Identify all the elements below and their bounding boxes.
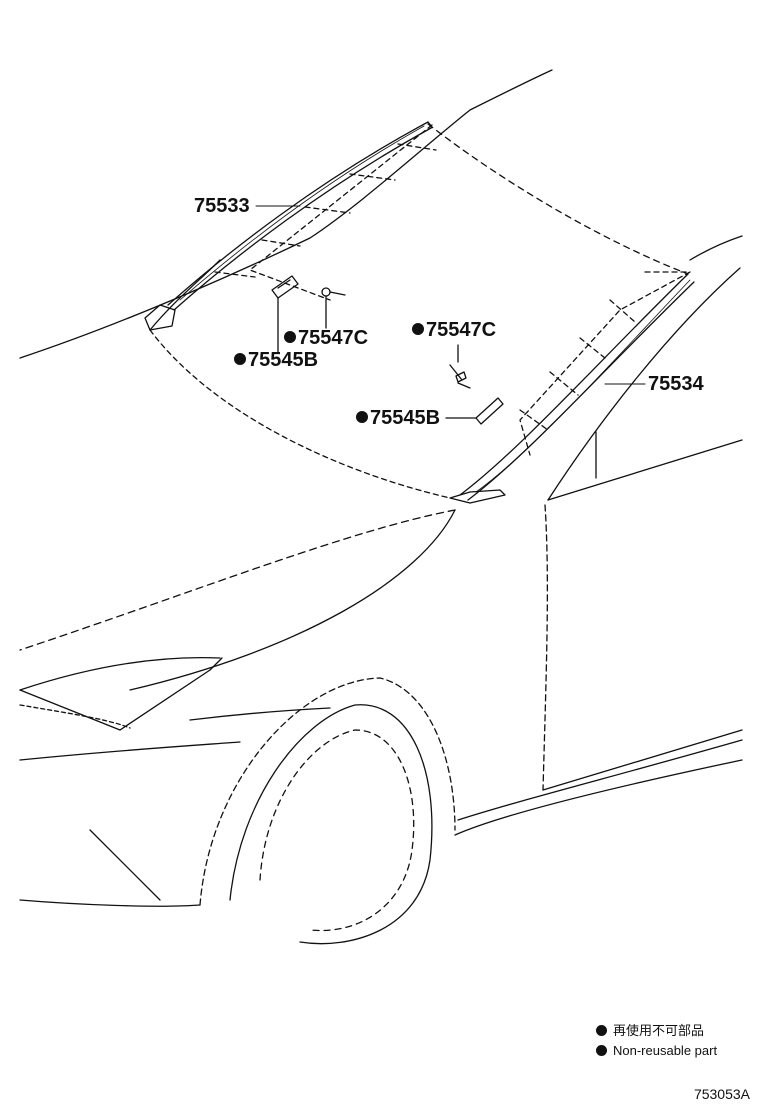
callout-75547c-right: 75547C: [412, 320, 496, 340]
fastener-left: [321, 287, 346, 329]
fastener-right: [449, 344, 471, 389]
roof-molding-75533: [167, 121, 433, 311]
side-window: [542, 235, 743, 791]
leader-lines: [255, 205, 646, 385]
callout-75545b-right: 75545B: [356, 408, 440, 428]
callout-75534: 75534: [648, 374, 704, 394]
retainer-clip-right: [445, 397, 504, 425]
part-number: 75545B: [248, 349, 319, 371]
figure-number: 753053A: [693, 1086, 750, 1102]
legend-label: Non-reusable part: [613, 1043, 718, 1058]
hood-fender: [19, 509, 456, 907]
wheel-and-tire: [199, 677, 743, 945]
non-reusable-marker-icon: [234, 353, 246, 365]
pillar-molding-75534: [449, 271, 695, 504]
legend-label: 再使用不可部品: [613, 1023, 705, 1038]
legend-non-reusable-en: Non-reusable part: [596, 1044, 717, 1058]
part-number: 75533: [194, 195, 250, 217]
callout-75533: 75533: [194, 196, 250, 216]
non-reusable-marker-icon: [284, 331, 296, 343]
part-number: 75547C: [298, 327, 369, 349]
legend-non-reusable-jp: 再使用不可部品: [596, 1024, 704, 1038]
roof-outline: [19, 69, 553, 359]
callout-75545b-left: 75545B: [234, 350, 318, 370]
part-number: 75545B: [370, 407, 441, 429]
part-number: 75547C: [426, 319, 497, 341]
non-reusable-marker-icon: [412, 323, 424, 335]
callout-75547c-left: 75547C: [284, 328, 368, 348]
non-reusable-marker-icon: [596, 1045, 607, 1056]
windshield-glass: [144, 123, 689, 499]
part-number: 75534: [648, 373, 704, 395]
non-reusable-marker-icon: [356, 411, 368, 423]
retainer-clip-left: [271, 275, 299, 353]
non-reusable-marker-icon: [596, 1025, 607, 1036]
